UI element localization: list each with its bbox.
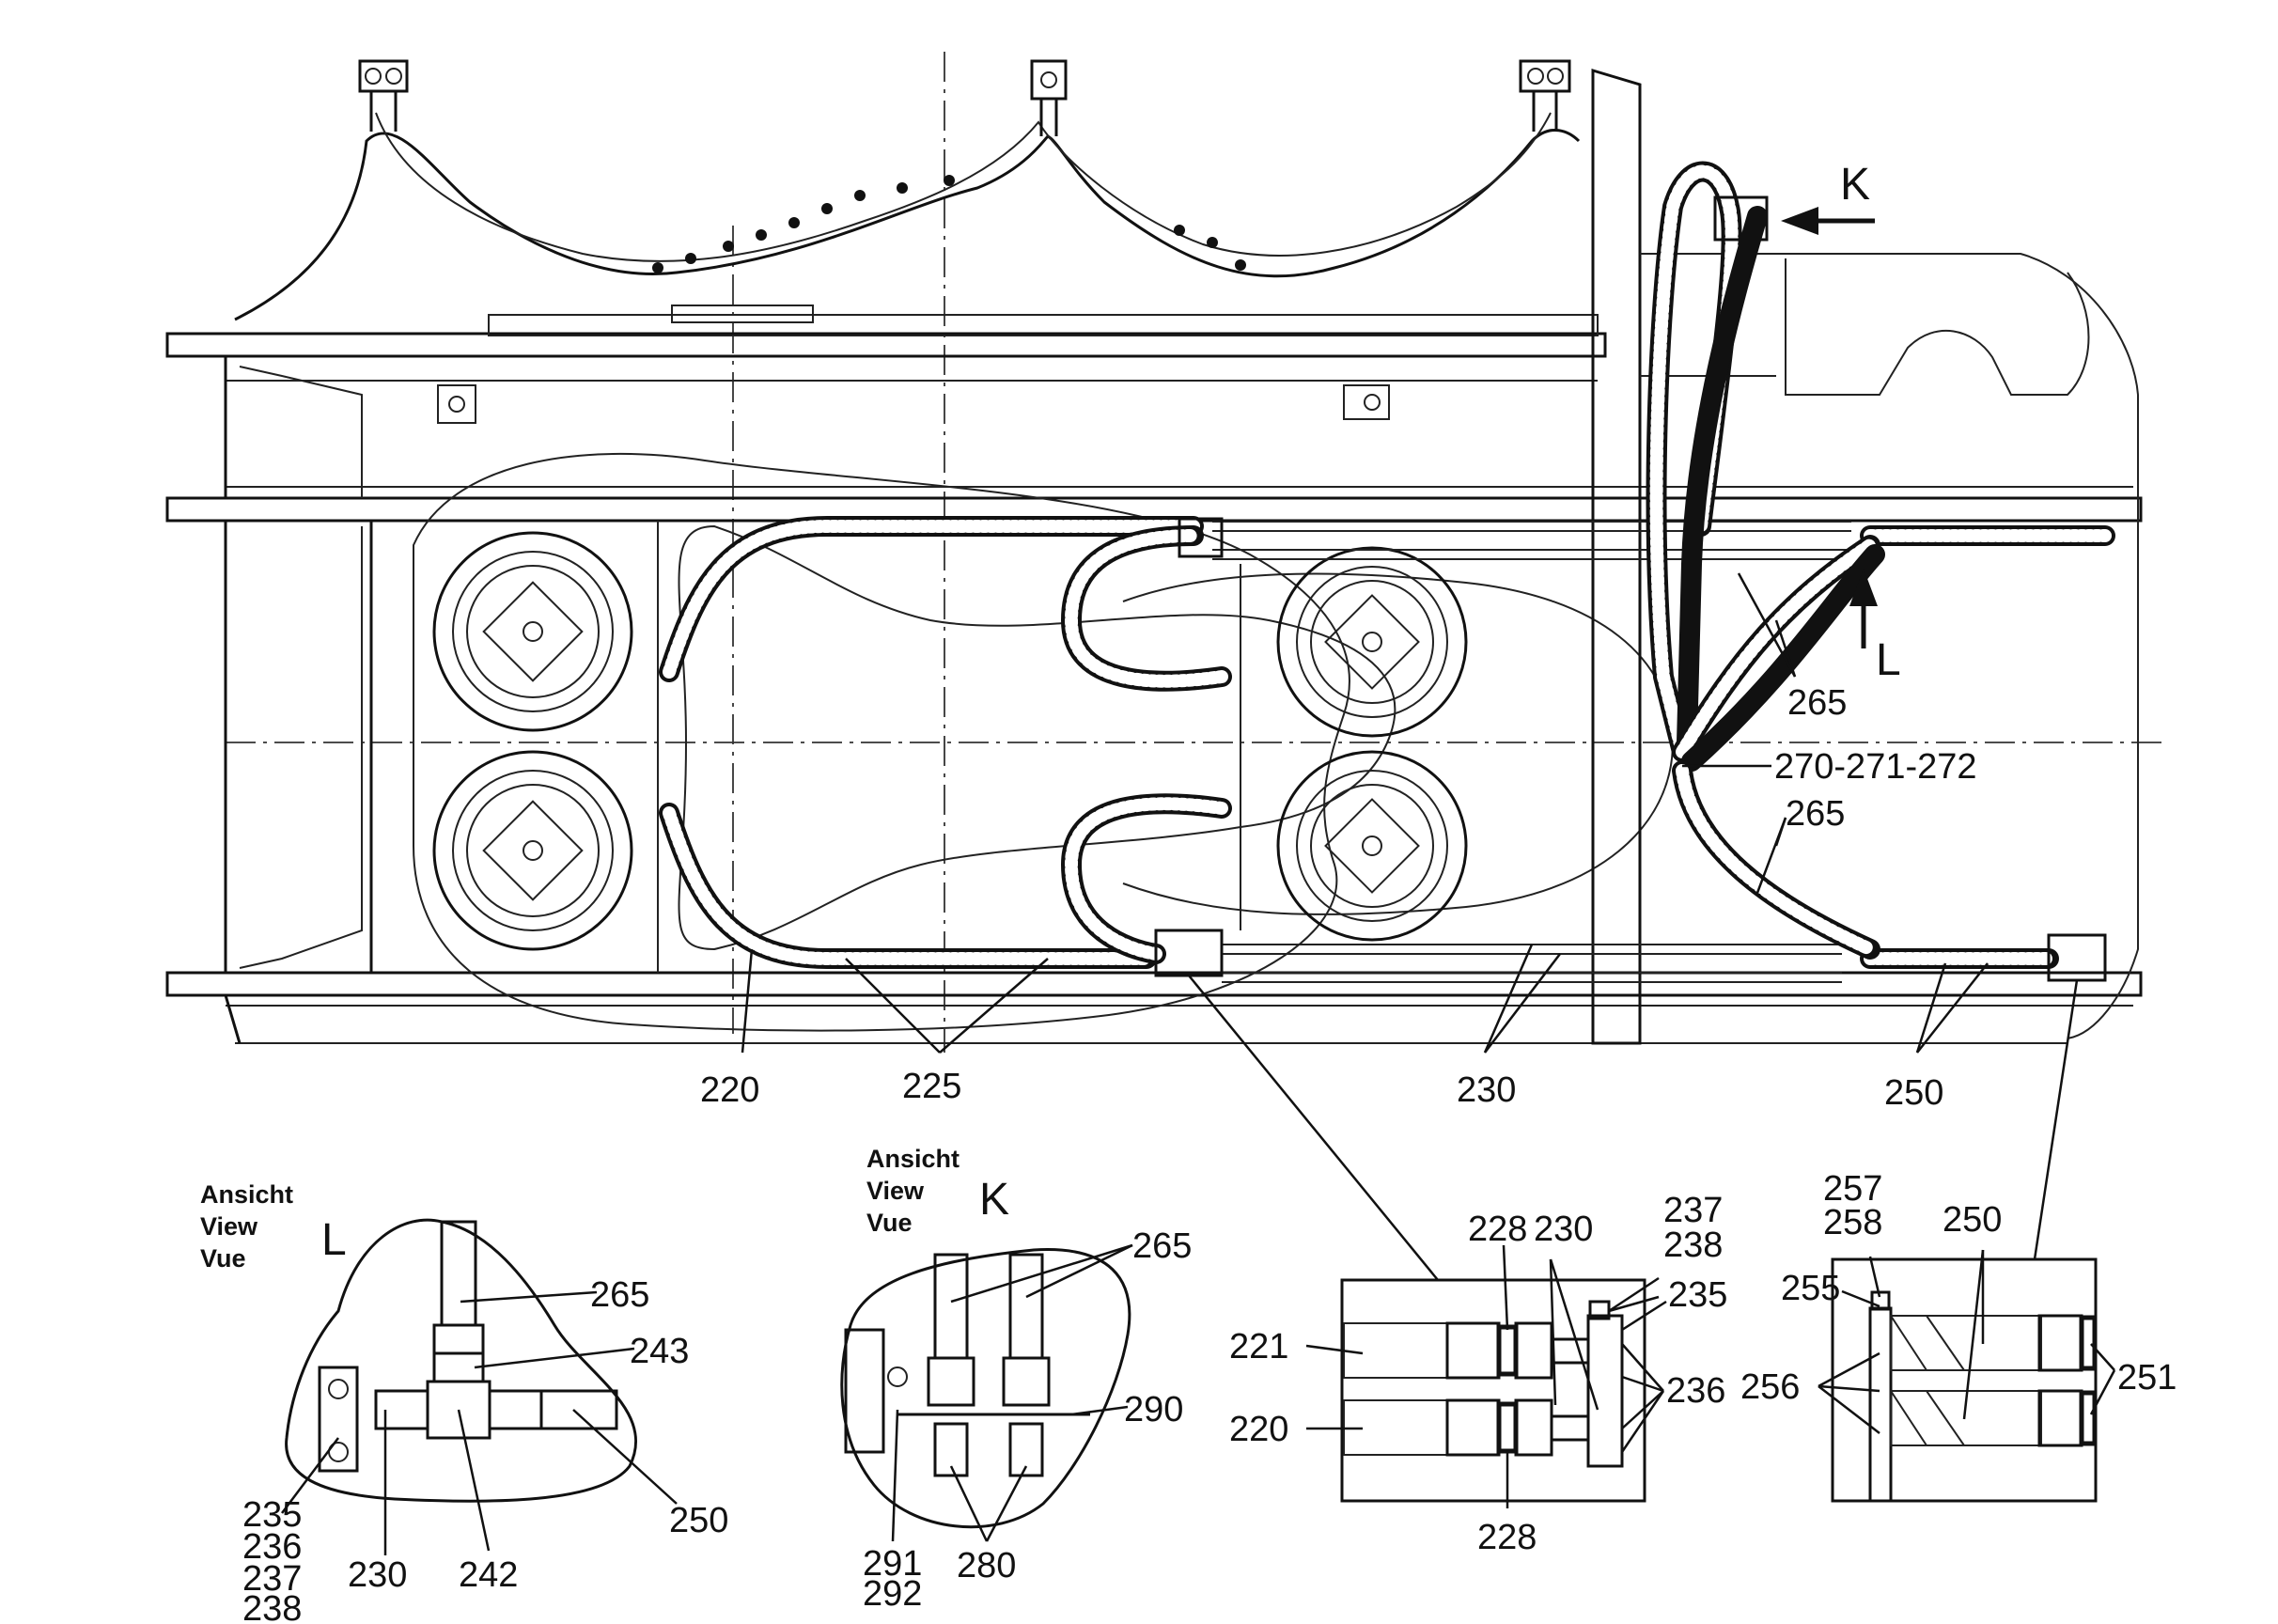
top-bracket-left — [358, 59, 409, 132]
wheel-motor-2 — [432, 750, 633, 951]
label-265-lower: 265 — [1786, 794, 1845, 834]
detail-hose-connection: 257 258 250 255 256 251 — [1740, 1169, 2177, 1503]
detail1-label-221: 221 — [1229, 1327, 1288, 1366]
detail1-label-230: 230 — [1534, 1210, 1593, 1249]
pipes-230 — [1154, 517, 1851, 983]
detail1-label-220: 220 — [1229, 1410, 1288, 1449]
top-bracket-middle — [1030, 59, 1068, 136]
wheel-motor-3 — [1276, 546, 1468, 738]
detail1-label-238: 238 — [1663, 1226, 1723, 1265]
label-230: 230 — [1457, 1070, 1516, 1110]
view-l-label-237: 237 — [242, 1559, 302, 1599]
view-k-line3: Vue — [866, 1209, 913, 1237]
wheel-motor-4 — [1276, 750, 1468, 942]
label-270-271-272: 270-271-272 — [1774, 747, 1977, 787]
view-l-label-250: 250 — [669, 1501, 728, 1540]
view-k-letter: K — [979, 1175, 1009, 1225]
detail2-label-256: 256 — [1740, 1367, 1800, 1407]
detail2-label-258: 258 — [1823, 1203, 1882, 1242]
view-l-label-235: 235 — [242, 1495, 302, 1535]
detail1-label-228-bottom: 228 — [1477, 1518, 1537, 1557]
view-l-line1: Ansicht — [200, 1180, 293, 1209]
view-k-line2: View — [866, 1177, 925, 1205]
view-l-label-243: 243 — [630, 1332, 689, 1371]
view-l-label-230: 230 — [348, 1555, 407, 1595]
view-l-line3: Vue — [200, 1244, 246, 1273]
view-l-line2: View — [200, 1212, 258, 1241]
view-l-label-265: 265 — [590, 1275, 649, 1315]
detail2-label-251: 251 — [2117, 1358, 2177, 1398]
label-250: 250 — [1884, 1073, 1943, 1113]
arrow-l: L — [1849, 569, 1901, 685]
detail1-label-235: 235 — [1668, 1275, 1727, 1315]
arrow-k-label: K — [1840, 160, 1870, 210]
detail1-label-237: 237 — [1663, 1191, 1723, 1230]
hoses-250 — [1860, 525, 2115, 982]
main-frame-view: K L 265 270-271-272 265 220 225 230 250 — [165, 52, 2161, 1281]
detail2-label-257: 257 — [1823, 1169, 1882, 1209]
view-k-label-290: 290 — [1124, 1390, 1183, 1429]
view-l-detail: Ansicht View Vue L 265 243 250 242 230 2… — [200, 1180, 728, 1624]
top-bracket-right — [1519, 59, 1571, 132]
view-l-label-236: 236 — [242, 1527, 302, 1567]
arrow-k: K — [1781, 160, 1875, 235]
boom-bolts — [652, 175, 1246, 273]
detail2-label-255: 255 — [1781, 1269, 1840, 1308]
view-k-label-280: 280 — [957, 1546, 1016, 1585]
view-k-detail: Ansicht View Vue K 265 290 291 292 280 — [840, 1145, 1192, 1614]
arrow-l-label: L — [1876, 635, 1901, 685]
wheel-motor-1 — [432, 531, 633, 732]
view-k-line1: Ansicht — [866, 1145, 960, 1173]
detail-pipe-connection: 228 230 237 238 235 221 220 236 228 — [1229, 1191, 1727, 1557]
detail2-label-250: 250 — [1943, 1200, 2002, 1240]
view-k-label-291: 291 — [863, 1544, 922, 1584]
view-l-label-238: 238 — [242, 1589, 302, 1624]
label-220: 220 — [700, 1070, 759, 1110]
label-225: 225 — [902, 1067, 961, 1106]
hoses-265 — [1646, 161, 1885, 960]
detail1-label-236: 236 — [1666, 1371, 1725, 1411]
view-k-label-292: 292 — [863, 1574, 922, 1614]
view-l-letter: L — [321, 1215, 347, 1265]
detail1-label-228-top: 228 — [1468, 1210, 1527, 1249]
view-k-label-265: 265 — [1132, 1226, 1192, 1266]
view-l-label-242: 242 — [459, 1555, 518, 1595]
hose-220-225 — [659, 516, 1232, 969]
label-265-upper: 265 — [1787, 683, 1847, 723]
